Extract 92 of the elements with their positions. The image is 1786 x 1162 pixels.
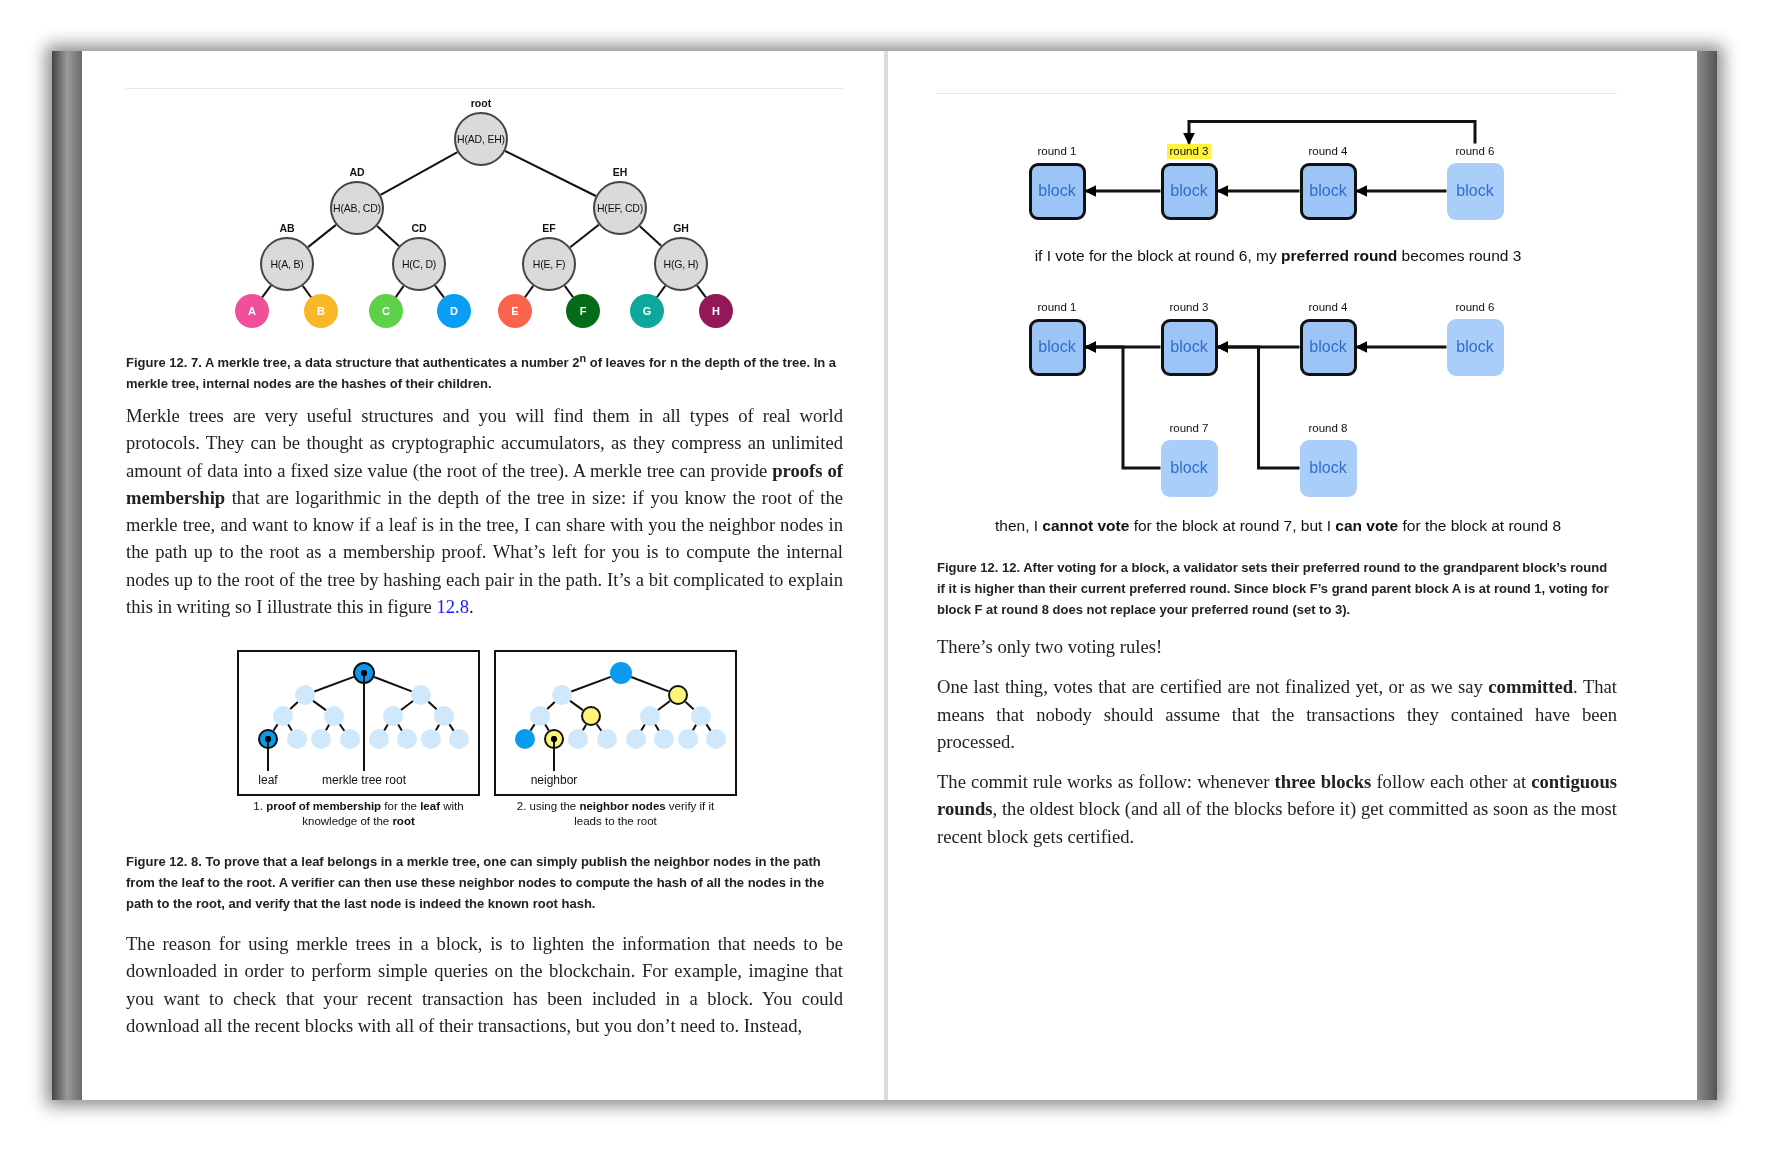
tree-edge [504, 150, 597, 197]
arrow [1355, 341, 1447, 353]
tree-edge [546, 700, 556, 711]
tree-edge [570, 675, 612, 693]
block-node: block [1160, 162, 1218, 220]
tree-edge [324, 723, 331, 732]
tree-edge [338, 723, 346, 732]
tree-edge [373, 675, 413, 693]
panel-caption: 1. proof of membership for the leaf with knowledge of the root [252, 799, 465, 829]
figure-caption: Figure 12. 8. To prove that a leaf belongs in a merkle tree, one can simply publish the neighbor nodes in the path from the leaf to the root. A verifier can then use these neighbor nodes to compute the hash of all the nodes in the path to the root, and verify that the last node is indeed the known root hash. [126, 853, 826, 913]
node-label: root [470, 96, 492, 111]
arrow [1216, 341, 1300, 470]
block-node: block [1446, 162, 1504, 220]
round-label: round 1 [1036, 299, 1078, 315]
tree-edge [691, 723, 698, 732]
body-paragraph: The reason for using merkle trees in a block, is to lighten the information that needs to be downloaded in order to perform simple queries on the blockchain. For example, imagine that you want to check that your recent transaction has been included in a block. You could download all the recent blocks with all of their transactions, but you don’t need to. Instead, [126, 932, 843, 1038]
round-label: round 1 [1036, 143, 1078, 159]
block-node: block [1028, 162, 1086, 220]
tree-edge [655, 284, 667, 299]
tree-edge [261, 284, 272, 299]
diagram-note: then, I cannot vote for the block at round 7, but I can vote for the block at round 8 [994, 517, 1562, 535]
tree-edge [376, 225, 400, 247]
leader-line [360, 669, 368, 772]
tree-edge [654, 723, 660, 732]
arrow [1084, 185, 1161, 197]
tree-edge [569, 223, 600, 249]
tree-edge [705, 723, 712, 732]
node-label: EF [542, 221, 556, 236]
tree-edge [289, 700, 299, 711]
tree-edge [569, 699, 584, 712]
node-label: CD [411, 221, 427, 236]
tree-edge [312, 699, 327, 712]
block-node: block [1299, 162, 1357, 220]
tree-edge [287, 723, 293, 732]
body-paragraph: There’s only two voting rules! [937, 635, 1164, 659]
tree-edge [313, 675, 355, 693]
tree-edge [657, 700, 671, 711]
tree-edge [595, 723, 603, 732]
tree-edge [397, 723, 403, 732]
tree-edge [448, 723, 455, 732]
tree-edge [301, 284, 313, 299]
leader-line [550, 735, 558, 772]
tree-edge [544, 723, 550, 732]
leader-line [264, 735, 272, 772]
node-label: EH [612, 165, 628, 180]
panel-caption: 2. using the neighbor nodes verify if it leads to the root [515, 799, 716, 829]
tree-edge [400, 700, 414, 711]
tree-edge [394, 285, 405, 299]
block-node: block [1160, 439, 1218, 497]
body-paragraph: The commit rule works as follow: whenever three blocks follow each other at contiguous rounds, the oldest block (and all of the blocks before it) get committed as soon as the most recent block gets certified. [937, 770, 1617, 849]
round-label: round 6 [1454, 299, 1496, 315]
block-node: block [1160, 318, 1218, 376]
round-label: round 6 [1454, 143, 1496, 159]
node-label: GH [673, 221, 689, 236]
tree-edge [563, 284, 575, 299]
round-label: round 8 [1307, 420, 1349, 436]
figure-caption: Figure 12. 12. After voting for a block, a validator sets their preferred round to the grandparent block’s round if it is higher than their current preferred round. Since block F’s grand parent block A is at round 1, voting for block F at round 8 does not replace your preferred round (set to 3). [937, 559, 1610, 619]
round-label: round 4 [1307, 143, 1349, 159]
tree-edge [630, 675, 670, 693]
tree-edge [684, 700, 695, 711]
tree-edge [427, 700, 438, 711]
block-node: block [1446, 318, 1504, 376]
tree-edge [307, 223, 337, 249]
diagram-note: if I vote for the block at round 6, my preferred round becomes round 3 [1034, 247, 1522, 265]
tree-edge [640, 723, 646, 732]
round-label: round 7 [1168, 420, 1210, 436]
tree-edge [379, 151, 459, 196]
figure-link: 12.8 [436, 596, 469, 618]
body-paragraph: One last thing, votes that are certified are not finalized yet, or as we say committed. That means that nobody should assume that the transactions they contained have been processed. [937, 675, 1617, 754]
round-label: round 3 [1168, 299, 1210, 315]
block-node: block [1028, 318, 1086, 376]
block-node: block [1299, 439, 1357, 497]
arrow [1355, 185, 1447, 197]
tree-edge [434, 284, 445, 299]
body-paragraph: Merkle trees are very useful structures and you will find them in all types of real world protocols. They can be thought as cryptographic accumulators, as they compress an unlimited amount of data into a fixed size value (the root of the tree). A merkle tree can provide proofs of membership that are logarithmic in the depth of the tree in size: if you know the root of the merkle tree, and want to know if a leaf is in the tree, I can share with you the neighbor nodes in the path up to the root as a membership proof. What’s left for you is to compute the internal nodes up to the root of the tree by hashing each pair in the path. It’s a bit complicated to explain this in writing so I illustrate this in figure 12.8. [126, 404, 843, 620]
tree-edge [383, 723, 389, 732]
tree-edge [638, 225, 663, 247]
tree-edge [529, 723, 536, 732]
arrow [1183, 120, 1477, 145]
tree-edge [696, 284, 707, 299]
figure-caption: Figure 12. 7. A merkle tree, a data structure that authenticates a number 2$^{n}$ of leaves for n the depth of the tree. In a merkle tree, internal nodes are the hashes of their children. [126, 351, 838, 394]
node-label: AD [349, 165, 365, 180]
tree-edge [434, 723, 441, 732]
arrow [1084, 341, 1161, 470]
block-node: block [1299, 318, 1357, 376]
tree-edge [523, 284, 535, 299]
arrow [1216, 185, 1300, 197]
tree-edge [581, 723, 588, 732]
callout-label: neighbor [530, 773, 578, 788]
node-label: AB [279, 221, 295, 236]
tree-edge [272, 723, 279, 732]
round-label: round 4 [1307, 299, 1349, 315]
